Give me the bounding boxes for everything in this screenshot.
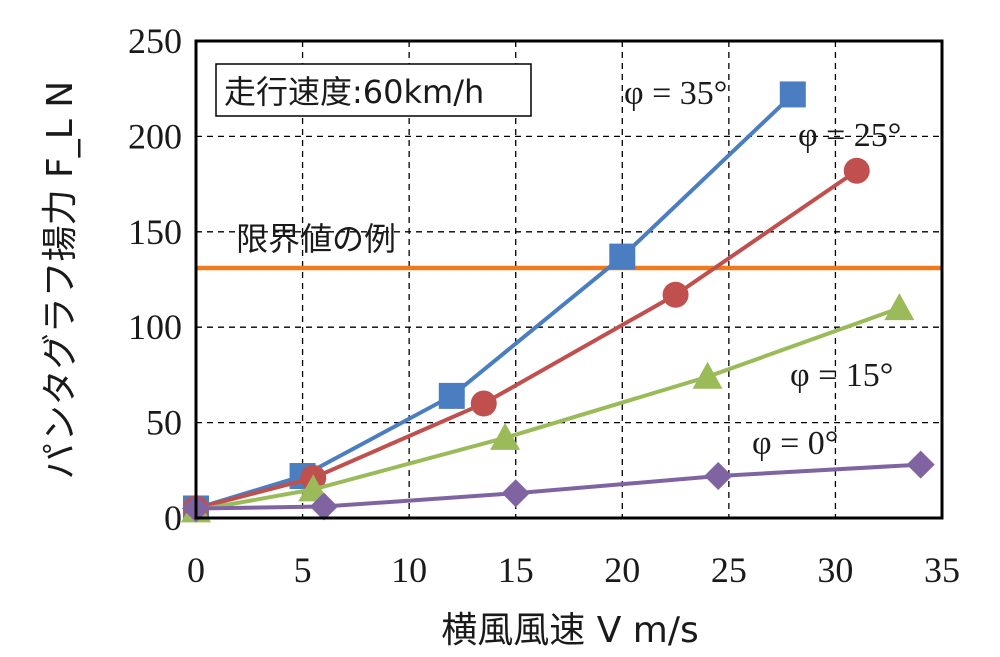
x-tick-label: 0 [187, 550, 205, 590]
x-tick-label: 30 [817, 550, 853, 590]
series-label-0: φ = 0° [752, 425, 838, 462]
y-tick-label: 0 [164, 498, 182, 538]
y-tick-label: 50 [146, 403, 182, 443]
grid [196, 41, 942, 518]
series-0-point [438, 382, 465, 409]
series-1-point [470, 390, 497, 417]
series-label-35: φ = 35° [624, 75, 727, 112]
x-tick-label: 35 [924, 550, 960, 590]
x-tick-label: 5 [294, 550, 312, 590]
series-0-point [609, 243, 636, 270]
plot-border [194, 39, 944, 520]
series-0-point [779, 81, 806, 108]
x-tick-label: 25 [711, 550, 747, 590]
series-3-point [704, 462, 733, 491]
speed-box [215, 63, 532, 117]
x-tick-label: 10 [391, 550, 427, 590]
x-tick-label: 15 [498, 550, 534, 590]
series-3-point [906, 450, 935, 479]
series-2-point [298, 474, 329, 502]
y-tick-label: 100 [128, 307, 182, 347]
series-label-15: φ = 15° [790, 357, 893, 394]
series-1-point [662, 281, 689, 308]
ticks: 0 5 10 15 20 25 30 35 0 50 100 150 200 250 [128, 21, 960, 590]
series-3-point [501, 479, 530, 508]
y-tick-label: 250 [128, 21, 182, 61]
y-tick-label: 200 [128, 116, 182, 156]
limit-annotation: 限界値の例 [236, 220, 396, 258]
x-tick-label: 20 [604, 550, 640, 590]
series-3-point [309, 492, 338, 521]
series-layer [181, 81, 935, 523]
series-2-point [490, 422, 521, 450]
speed-annotation: 走行速度:60km/h [224, 73, 484, 111]
series-1-point [843, 157, 870, 184]
y-axis-title: パンタグラフ揚力 F_L N [40, 81, 81, 479]
series-2-point [884, 293, 915, 321]
x-axis-title: 横風風速 V m/s [441, 610, 698, 651]
y-tick-label: 150 [128, 212, 182, 252]
series-label-25: φ = 25° [798, 117, 901, 154]
series-2-point [692, 361, 723, 389]
